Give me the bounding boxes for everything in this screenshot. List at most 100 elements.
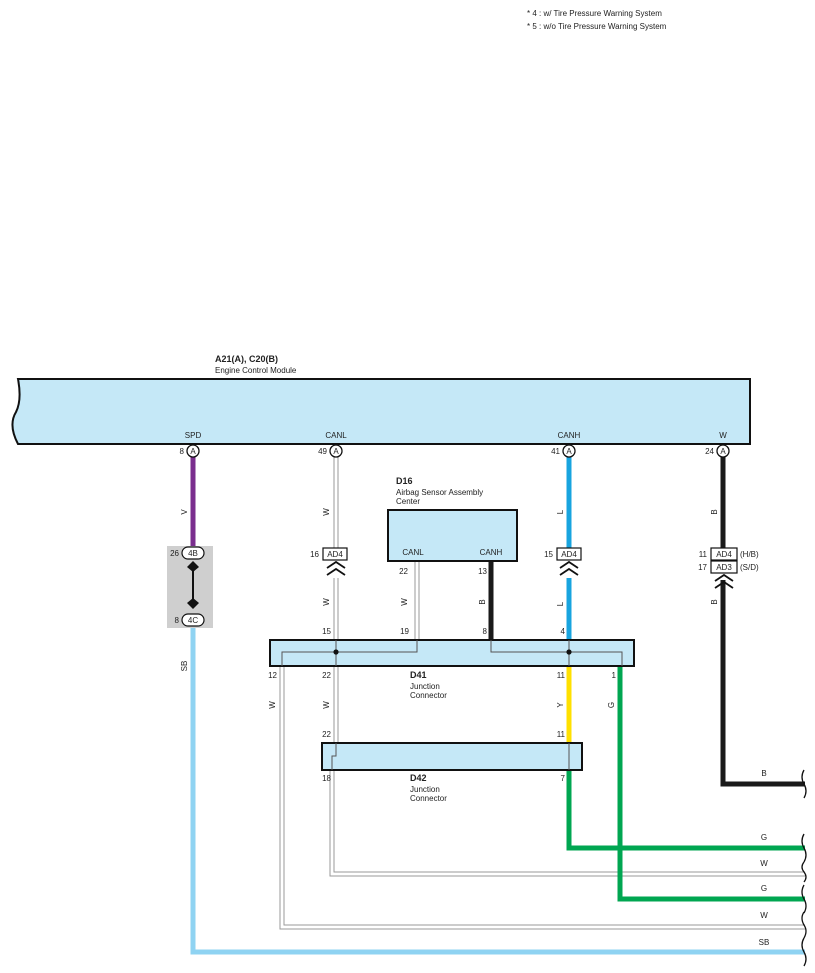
d41-pin-1: 1 <box>612 671 617 680</box>
d16-pin-canl-label: CANL <box>402 548 424 557</box>
d42-name-line2: Connector <box>410 794 447 803</box>
d42-pin-7: 7 <box>561 774 566 783</box>
d42-name-line1: Junction <box>410 785 440 794</box>
connector-arrow-icon <box>714 573 734 589</box>
d16-pin-canh-label: CANH <box>480 548 503 557</box>
svg-text:15: 15 <box>544 550 553 559</box>
wire-label-w-upper: B <box>710 509 719 514</box>
d16-pin-canh-number: 13 <box>478 567 487 576</box>
svg-text:26: 26 <box>170 549 179 558</box>
wire-label-d41-22: W <box>322 701 331 709</box>
d16-code: D16 <box>396 476 413 486</box>
w-inline-connector-ad4-ad3: AD4 AD3 11 17 (H/B) (S/D) <box>698 547 759 589</box>
ecm-pin-canl-number: 49 <box>318 447 327 456</box>
ecm-pin-spd: A 8 <box>180 444 200 458</box>
d41-pin-4: 4 <box>561 627 566 636</box>
svg-text:(S/D): (S/D) <box>740 563 759 572</box>
ecm-pin-canh: A 41 <box>551 444 576 458</box>
wire-label-d41-12: W <box>268 701 277 709</box>
d41-code: D41 <box>410 670 427 680</box>
ecm-pin-w-label: W <box>719 431 727 440</box>
d41-pin-22: 22 <box>322 671 331 680</box>
d16-name-line1: Airbag Sensor Assembly <box>396 488 483 497</box>
wire-canl-white <box>333 457 339 640</box>
d42-internal-bus <box>331 743 570 770</box>
d42-pin-11: 11 <box>557 730 566 739</box>
wire-label-canh-upper: L <box>556 509 565 514</box>
continuation-break-marks <box>801 769 807 967</box>
connector-arrow-icon <box>326 560 346 576</box>
ecm-name: Engine Control Module <box>215 366 297 375</box>
wire-spd-sky-blue <box>190 626 805 955</box>
output-label-b: B <box>761 769 766 778</box>
d42-pin-18: 18 <box>322 774 331 783</box>
wire-label-d16-canl: W <box>400 598 409 606</box>
d41-pin-11: 11 <box>557 671 566 680</box>
ecm-pin-canh-label: CANH <box>558 431 581 440</box>
wire-w-black-lower <box>720 580 805 787</box>
ecm-pin-canh-number: 41 <box>551 447 560 456</box>
d41-pin-15: 15 <box>322 627 331 636</box>
wire-d42-18-white <box>329 770 805 877</box>
d41-pin-8: 8 <box>483 627 488 636</box>
spd-connector-4b: 4B 26 <box>170 546 205 560</box>
d16-name-line2: Center <box>396 497 420 506</box>
output-label-w-upper: W <box>760 859 768 868</box>
wire-label-canl-lower: W <box>322 598 331 606</box>
spd-double-arrow-icon <box>187 561 199 609</box>
canh-inline-connector-ad4: AD4 15 <box>544 547 582 576</box>
svg-text:AD4: AD4 <box>716 550 732 559</box>
d41-pin-12: 12 <box>268 671 277 680</box>
d16-pin-canl-number: 22 <box>399 567 408 576</box>
note-tpws-without: * 5 : w/o Tire Pressure Warning System <box>527 22 667 31</box>
svg-text:(H/B): (H/B) <box>740 550 759 559</box>
spd-connector-4c: 4C 8 <box>175 613 205 627</box>
ecm-code: A21(A), C20(B) <box>215 354 278 364</box>
wire-d41-22-white <box>333 666 339 743</box>
ecm-pin-w-number: 24 <box>705 447 714 456</box>
wire-label-d41-11: Y <box>556 702 565 708</box>
wire-label-canl-upper: W <box>322 508 331 516</box>
d41-splice-canl <box>333 649 339 655</box>
ecm-box <box>11 378 751 445</box>
output-label-w-lower: W <box>760 911 768 920</box>
d41-splice-canh <box>566 649 572 655</box>
wire-d41-12-white <box>279 666 805 930</box>
wire-label-d16-canh: B <box>478 599 487 604</box>
output-label-g-lower: G <box>761 884 767 893</box>
wire-label-spd-upper: V <box>180 509 189 515</box>
d41-box <box>269 639 635 667</box>
svg-text:A: A <box>333 447 339 456</box>
wire-label-spd-lower: SB <box>180 661 189 672</box>
svg-text:AD3: AD3 <box>716 563 732 572</box>
ecm-pin-canl-label: CANL <box>325 431 347 440</box>
wire-d41-1-green <box>617 666 805 902</box>
ecm-pin-spd-number: 8 <box>180 447 185 456</box>
svg-text:A: A <box>720 447 726 456</box>
d41-pin-19: 19 <box>400 627 409 636</box>
svg-text:A: A <box>566 447 572 456</box>
svg-text:4B: 4B <box>188 549 198 558</box>
ecm-pin-canl: A 49 <box>318 444 343 458</box>
svg-text:AD4: AD4 <box>327 550 343 559</box>
ecm-pin-w: A 24 <box>705 444 730 458</box>
d41-name-line1: Junction <box>410 682 440 691</box>
wire-label-canh-lower: L <box>556 601 565 606</box>
note-tpws-with: * 4 : w/ Tire Pressure Warning System <box>527 9 662 18</box>
ecm-pin-spd-label: SPD <box>185 431 202 440</box>
canl-inline-connector-ad4: AD4 16 <box>310 547 348 576</box>
wire-label-d41-1: G <box>607 702 616 708</box>
svg-text:4C: 4C <box>188 616 198 625</box>
svg-text:A: A <box>190 447 196 456</box>
svg-text:17: 17 <box>698 563 707 572</box>
output-label-g-upper: G <box>761 833 767 842</box>
wire-label-w-lower: B <box>710 599 719 604</box>
output-label-sb: SB <box>759 938 770 947</box>
wire-d16-canl-white <box>414 561 420 640</box>
svg-text:16: 16 <box>310 550 319 559</box>
d42-box <box>321 742 583 771</box>
d41-name-line2: Connector <box>410 691 447 700</box>
d16-box <box>387 509 518 562</box>
wire-d42-7-green <box>566 770 805 851</box>
